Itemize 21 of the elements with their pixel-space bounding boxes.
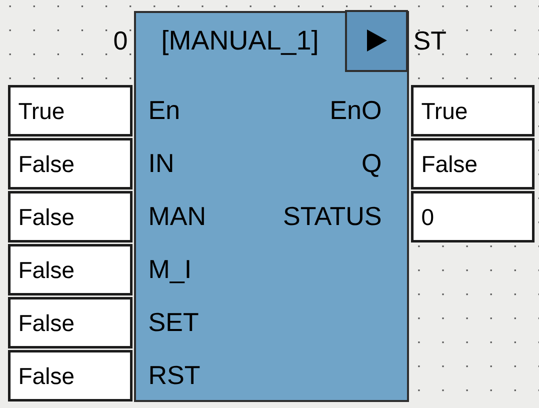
value-box: False [8,297,133,349]
pin-label: IN [150,154,172,172]
pin-label: RST [150,366,200,384]
value-box: False [8,138,133,190]
pin-label: MAN [150,207,204,225]
pin-label: STATUS [284,206,381,226]
value-box: False [8,350,133,402]
side-label: ST [414,31,446,50]
value-box: True [8,85,133,137]
pin-label: EnO [332,100,380,120]
pin-label: SET [149,312,198,332]
value-box: False [8,191,133,243]
side-label: 0 [114,31,127,50]
pin-label: M_I [150,260,190,284]
value-box: 0 [411,191,535,243]
pin-label: Q [362,154,380,177]
value-box: True [411,85,535,137]
block-title: [MANUAL_1] [163,30,317,56]
value-box: False [411,138,535,190]
pin-label: En [150,101,178,119]
value-box: False [8,244,133,296]
